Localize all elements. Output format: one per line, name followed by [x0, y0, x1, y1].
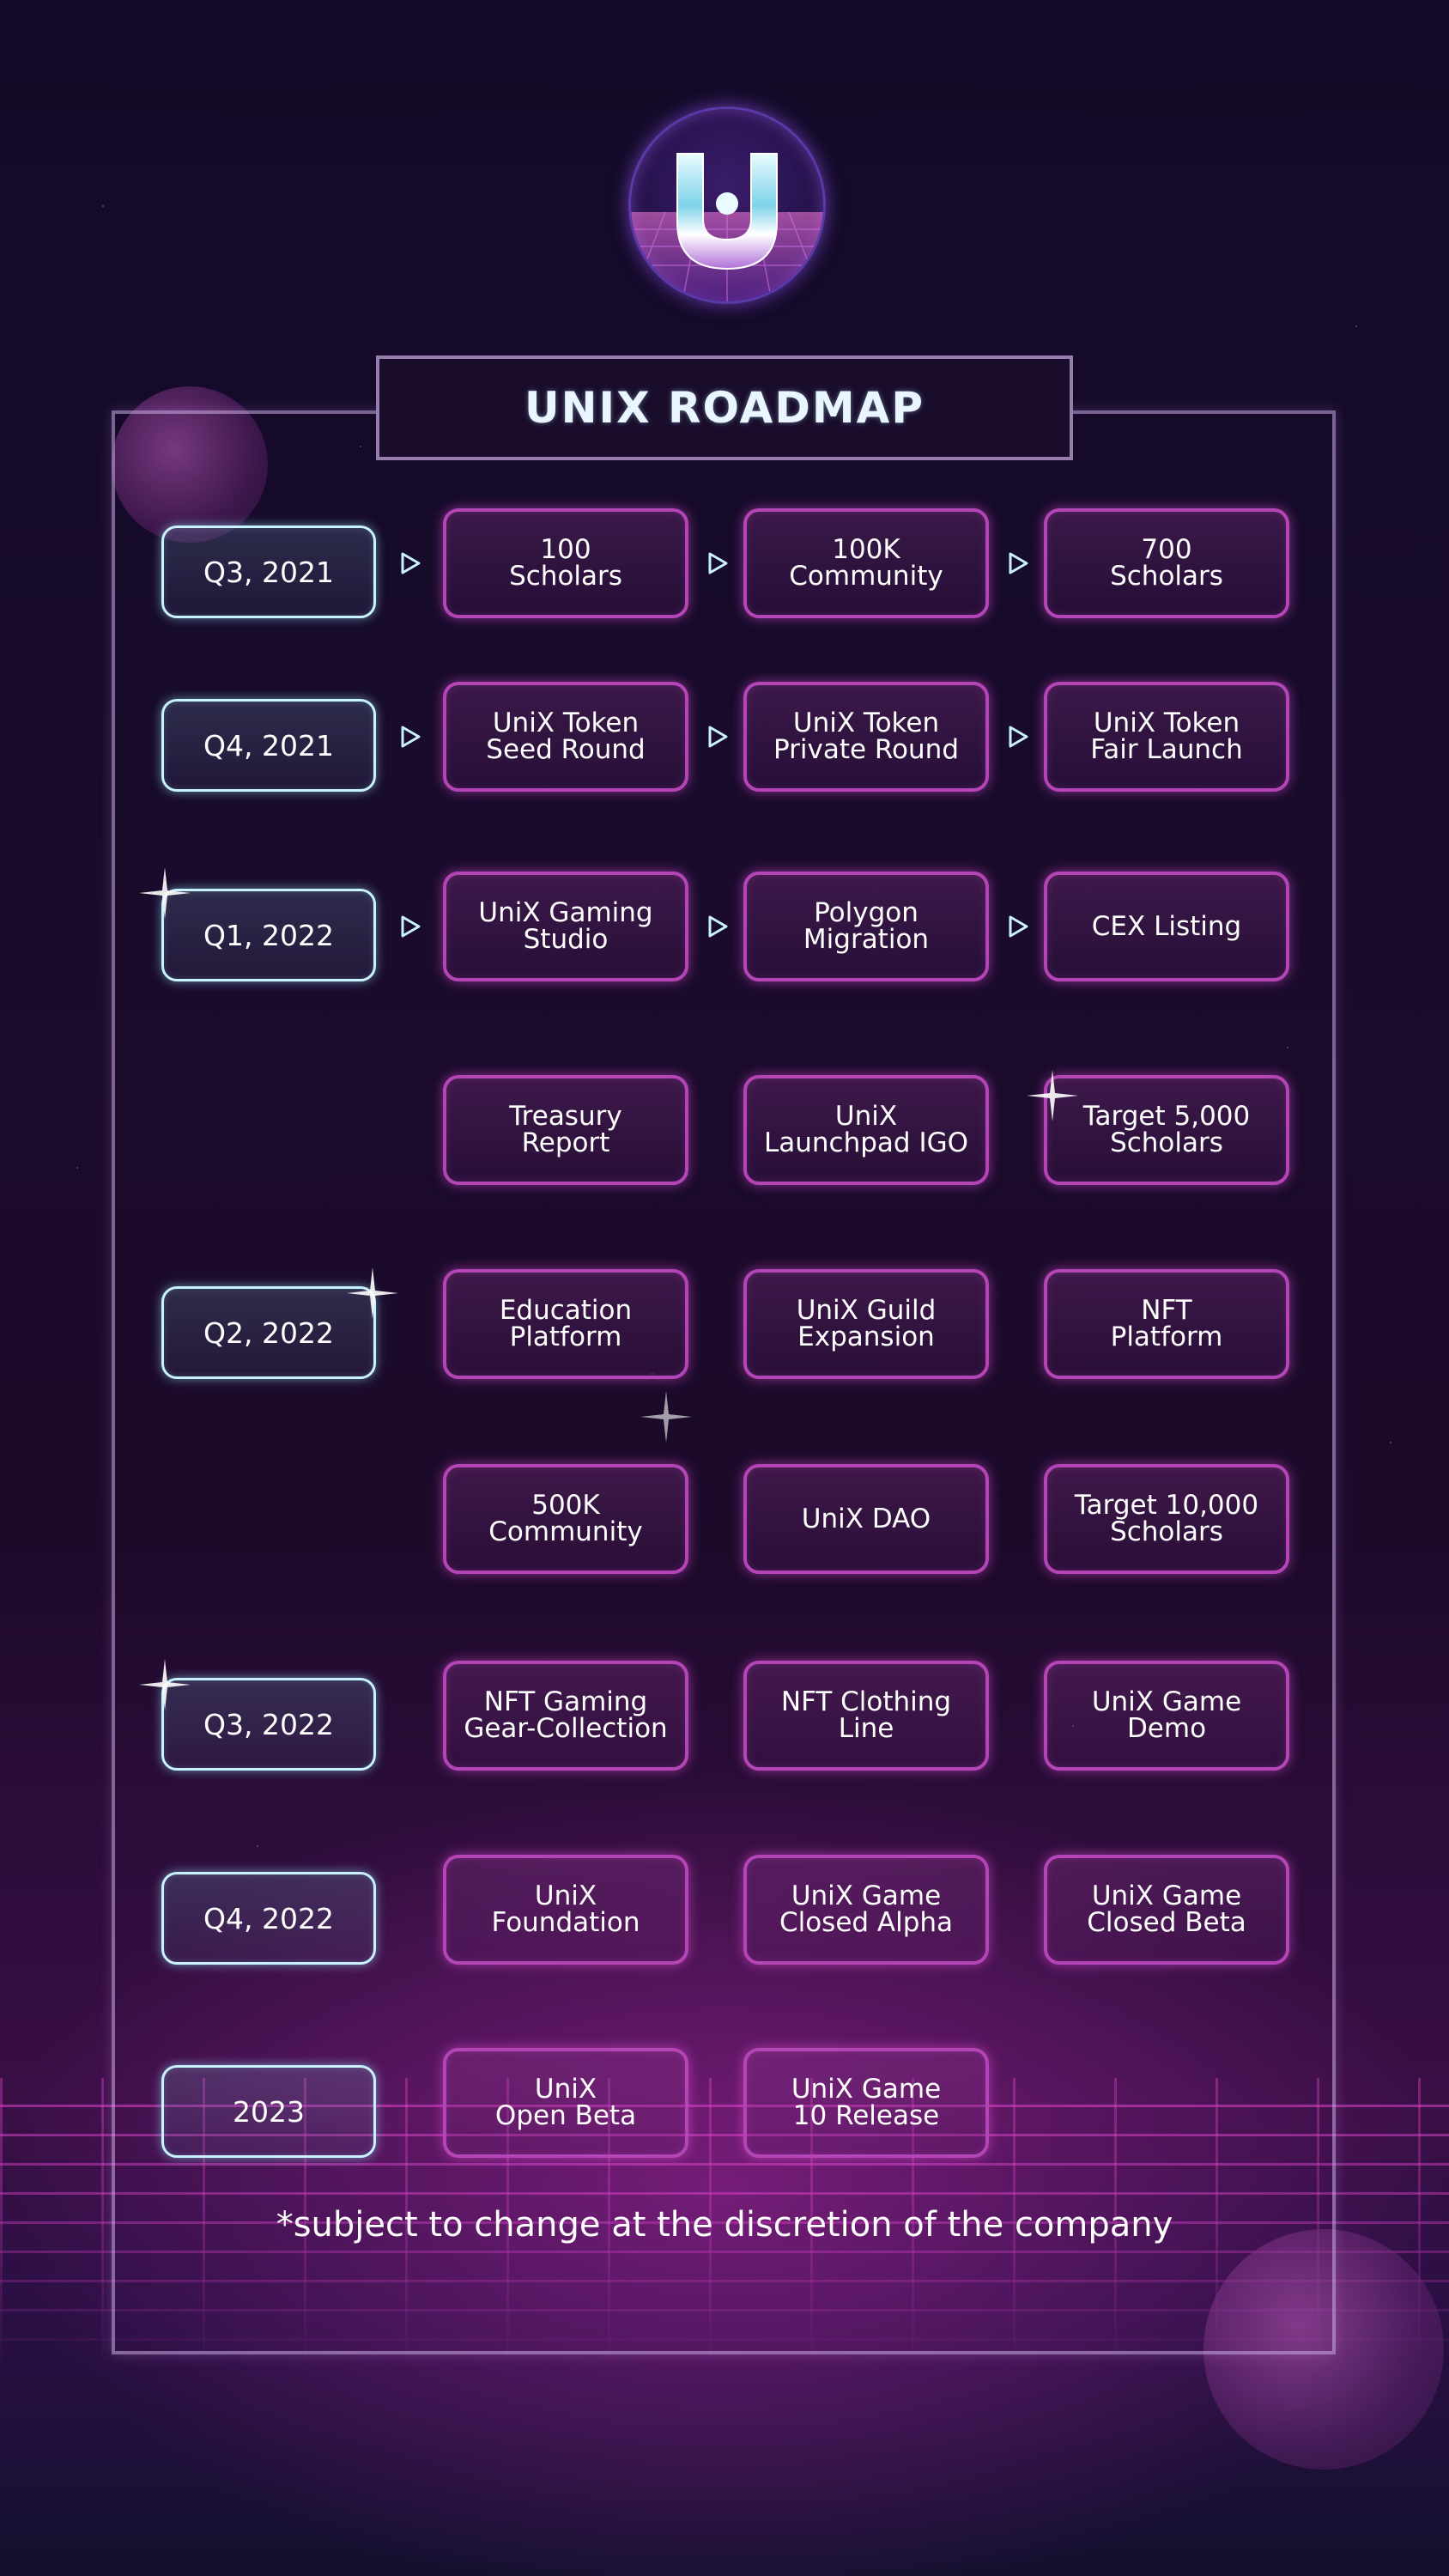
- milestone-card: Target 10,000 Scholars: [1044, 1464, 1289, 1574]
- milestone-card: UniX Game Demo: [1044, 1661, 1289, 1771]
- quarter-badge: Q3, 2021: [161, 526, 376, 618]
- milestone-card: UniX Game Closed Alpha: [743, 1855, 989, 1965]
- milestone-label: UniX Game Closed Alpha: [779, 1880, 954, 1938]
- milestone-card: Treasury Report: [443, 1075, 688, 1185]
- milestone-card: NFT Platform: [1044, 1269, 1289, 1379]
- title-box: UNIX ROADMAP: [376, 355, 1073, 460]
- quarter-badge: Q1, 2022: [161, 889, 376, 981]
- roadmap-row: Q3, 2021 100 Scholars 100K Community 700 Sc…: [0, 508, 1449, 618]
- milestone-label: UniX Game Closed Beta: [1087, 1880, 1246, 1938]
- milestone-label: UniX Launchpad IGO: [763, 1101, 969, 1158]
- milestone-card: UniX DAO: [743, 1464, 989, 1574]
- arrow-right-icon: [401, 915, 421, 938]
- milestone-label: 700 Scholars: [1110, 534, 1223, 592]
- quarter-badge: 2023: [161, 2065, 376, 2158]
- roadmap-row: Q4, 2022 UniX Foundation UniX Game Closed …: [0, 1855, 1449, 1965]
- milestone-label: UniX Token Fair Launch: [1090, 708, 1243, 765]
- milestone-label: Education Platform: [499, 1295, 633, 1352]
- milestone-label: Target 10,000 Scholars: [1074, 1490, 1259, 1547]
- arrow-right-icon: [1009, 726, 1028, 748]
- milestone-label: Target 5,000 Scholars: [1082, 1101, 1251, 1158]
- milestone-card: NFT Gaming Gear-Collection: [443, 1661, 688, 1771]
- milestone-card: UniX Foundation: [443, 1855, 688, 1965]
- decorative-orb-right: [1203, 2229, 1444, 2470]
- arrow-right-icon: [1009, 915, 1028, 938]
- milestone-label: UniX Token Seed Round: [486, 708, 646, 765]
- arrow-right-icon: [708, 552, 728, 574]
- milestone-label: UniX Gaming Studio: [478, 897, 653, 955]
- milestone-card: UniX Gaming Studio: [443, 872, 688, 981]
- milestone-card: UniX Guild Expansion: [743, 1269, 989, 1379]
- milestone-label: UniX Open Beta: [494, 2074, 637, 2131]
- milestone-label: UniX Guild Expansion: [796, 1295, 937, 1352]
- arrow-right-icon: [708, 726, 728, 748]
- milestone-card: 100 Scholars: [443, 508, 688, 618]
- roadmap-row: Q1, 2022 UniX Gaming Studio Polygon Migrat…: [0, 872, 1449, 981]
- milestone-label: UniX DAO: [801, 1503, 931, 1534]
- milestone-label: CEX Listing: [1091, 910, 1242, 942]
- milestone-label: 500K Community: [488, 1490, 643, 1547]
- milestone-card: 700 Scholars: [1044, 508, 1289, 618]
- milestone-label: Treasury Report: [509, 1101, 622, 1158]
- milestone-card: CEX Listing: [1044, 872, 1289, 981]
- milestone-label: NFT Gaming Gear-Collection: [464, 1686, 668, 1744]
- milestone-card: UniX Token Fair Launch: [1044, 682, 1289, 792]
- roadmap-row: Q3, 2022 NFT Gaming Gear-Collection NFT Cl…: [0, 1661, 1449, 1771]
- milestone-label: 100 Scholars: [509, 534, 622, 592]
- quarter-badge: Q3, 2022: [161, 1678, 376, 1771]
- milestone-label: UniX Game 10 Release: [791, 2074, 942, 2131]
- quarter-badge: Q4, 2022: [161, 1872, 376, 1965]
- quarter-badge: Q4, 2021: [161, 699, 376, 792]
- milestone-card: UniX Open Beta: [443, 2048, 688, 2158]
- milestone-card: UniX Token Seed Round: [443, 682, 688, 792]
- milestone-card: UniX Launchpad IGO: [743, 1075, 989, 1185]
- milestone-label: UniX Game Demo: [1091, 1686, 1242, 1744]
- milestone-label: NFT Clothing Line: [780, 1686, 952, 1744]
- roadmap-row: Q4, 2021 UniX Token Seed Round UniX Token …: [0, 682, 1449, 792]
- milestone-card: Target 5,000 Scholars: [1044, 1075, 1289, 1185]
- arrow-right-icon: [708, 915, 728, 938]
- milestone-card: 500K Community: [443, 1464, 688, 1574]
- arrow-right-icon: [1009, 552, 1028, 574]
- quarter-badge: Q2, 2022: [161, 1286, 376, 1379]
- milestone-label: UniX Foundation: [491, 1880, 640, 1938]
- unix-logo-icon: [628, 106, 826, 304]
- footnote: *subject to change at the discretion of …: [276, 2205, 1173, 2245]
- roadmap-row: Treasury Report UniX Launchpad IGO Target …: [0, 1075, 1449, 1185]
- milestone-card: UniX Game Closed Beta: [1044, 1855, 1289, 1965]
- roadmap-row: 500K Community UniX DAO Target 10,000 Scho…: [0, 1464, 1449, 1574]
- roadmap-row: 2023 UniX Open Beta UniX Game 10 Release: [0, 2048, 1449, 2158]
- milestone-label: Polygon Migration: [803, 897, 930, 955]
- milestone-card: Education Platform: [443, 1269, 688, 1379]
- milestone-label: UniX Token Private Round: [773, 708, 960, 765]
- roadmap-row: Q2, 2022 Education Platform UniX Guild Exp…: [0, 1269, 1449, 1379]
- page-title: UNIX ROADMAP: [524, 383, 925, 433]
- milestone-card: UniX Game 10 Release: [743, 2048, 989, 2158]
- milestone-card: UniX Token Private Round: [743, 682, 989, 792]
- arrow-right-icon: [401, 552, 421, 574]
- arrow-right-icon: [401, 726, 421, 748]
- milestone-label: 100K Community: [789, 534, 943, 592]
- milestone-card: Polygon Migration: [743, 872, 989, 981]
- milestone-card: NFT Clothing Line: [743, 1661, 989, 1771]
- milestone-card: 100K Community: [743, 508, 989, 618]
- milestone-label: NFT Platform: [1110, 1295, 1223, 1352]
